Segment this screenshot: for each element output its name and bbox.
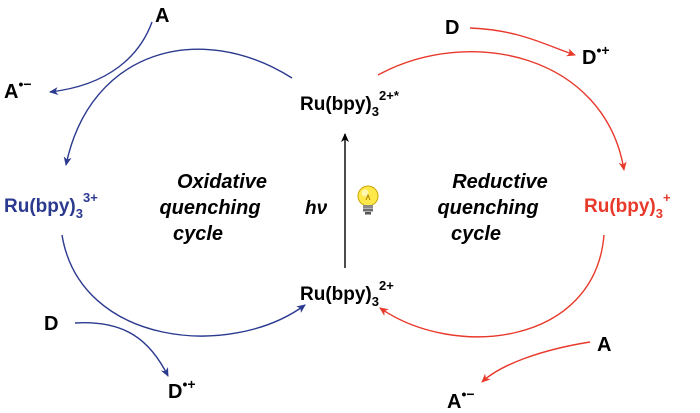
- reductive-title-line2: quenching: [437, 197, 538, 219]
- reductive-title-line3: cycle: [451, 223, 501, 245]
- oxidative-arc-bottom: [61, 234, 306, 337]
- reductive-title-line1: Reductive: [452, 171, 548, 193]
- oxidative-title-line3: cycle: [173, 223, 223, 245]
- reductive-donor: D: [445, 17, 459, 39]
- oxidative-donor-radical: D•+: [168, 376, 196, 403]
- oxidative-title-line2: quenching: [159, 197, 260, 219]
- reductive-arc-bottom: [379, 234, 605, 338]
- reductive-acceptor-radical: A•−: [447, 386, 475, 413]
- acceptor-reduction-arrow-red: [481, 341, 591, 383]
- oxidative-title-line1: Oxidative: [177, 171, 267, 193]
- excitation-symbol: hν: [305, 198, 328, 219]
- donor-oxidation-arrow: [74, 322, 169, 377]
- oxidative-donor: D: [44, 313, 58, 335]
- donor-oxidation-arrow-red: [469, 27, 576, 57]
- reductive-arc-top: [377, 51, 627, 171]
- acceptor-reduction-arrow: [49, 21, 153, 96]
- oxidative-arc-top: [63, 48, 293, 166]
- reductive-acceptor: A: [597, 334, 611, 356]
- oxidative-acceptor: A: [155, 5, 169, 27]
- species-reduced: Ru(bpy)3+: [584, 190, 671, 221]
- species-excited: Ru(bpy)32+*: [300, 88, 400, 119]
- species-ground: Ru(bpy)32+: [300, 278, 394, 309]
- species-oxidized: Ru(bpy)33+: [4, 190, 98, 221]
- reductive-donor-radical: D•+: [582, 42, 610, 69]
- light-bulb-icon: [357, 185, 379, 215]
- oxidative-acceptor-radical: A•−: [4, 76, 32, 103]
